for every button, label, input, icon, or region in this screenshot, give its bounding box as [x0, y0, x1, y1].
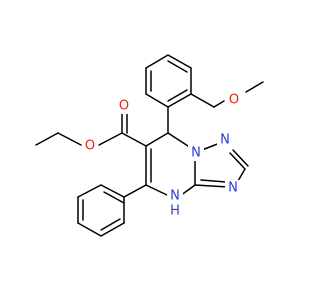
methoxyphenyl-ring [145, 54, 264, 134]
pyrimidine-ring [145, 132, 196, 197]
bond-o-carbonyl-carbon [98, 132, 123, 146]
bond-ar-4-inner [167, 60, 188, 73]
bond-n2-c3-double [232, 149, 249, 167]
bond-ar-1 [145, 93, 169, 108]
bond-n4-c8-double [200, 179, 227, 183]
bond-nh-c5 [145, 184, 170, 197]
bond-aryl-o [190, 93, 215, 108]
bond-ar-3 [145, 54, 169, 69]
bond-ph-2 [77, 184, 102, 198]
triazole-ring [194, 142, 249, 188]
bond-ar-6 [167, 93, 192, 108]
bond-o-ch3-in [213, 100, 225, 108]
atom-h-nh: H [170, 204, 180, 219]
atom-o-carbonyl: O [119, 99, 129, 114]
bond-ar-6-inner [167, 89, 188, 102]
bond-ph-5 [100, 222, 125, 237]
atom-n-top: N [220, 133, 230, 148]
bond-ph-1-inner [103, 191, 125, 204]
phenyl-ring [77, 184, 147, 237]
molecule-structure-canvas: O O O N N N N H [35, 54, 264, 237]
bond-ph-4 [77, 222, 102, 237]
atom-n-right: N [228, 181, 238, 196]
bond-ph-5-inner [100, 218, 121, 231]
bond-c6-c7 [145, 132, 169, 147]
chemical-structure-diagram: O O O N N N N H [35, 54, 264, 237]
atom-n-bridge: N [191, 146, 201, 161]
bond-ch2-o [57, 132, 82, 146]
bond-ph-1 [100, 184, 125, 198]
bond-c5-phenyl [123, 184, 147, 198]
atom-labels: O O O N N N N H [82, 91, 242, 219]
bond-o-ch3 [245, 81, 264, 93]
bond-c3-n4 [237, 168, 246, 182]
bond-n4-c8 [194, 184, 229, 188]
bond-n2-c3 [229, 152, 246, 170]
atom-n-h: N [170, 189, 180, 204]
atom-o-ester: O [85, 139, 95, 154]
bond-c7-n1 [167, 132, 189, 147]
bond-ch3-ch2 [35, 132, 59, 146]
ethyl-group [35, 132, 82, 146]
bond-ar-4 [167, 54, 192, 69]
ester-group [98, 113, 147, 147]
atom-o-methoxy: O [229, 93, 239, 108]
bond-carbonyl-ring [121, 132, 147, 147]
